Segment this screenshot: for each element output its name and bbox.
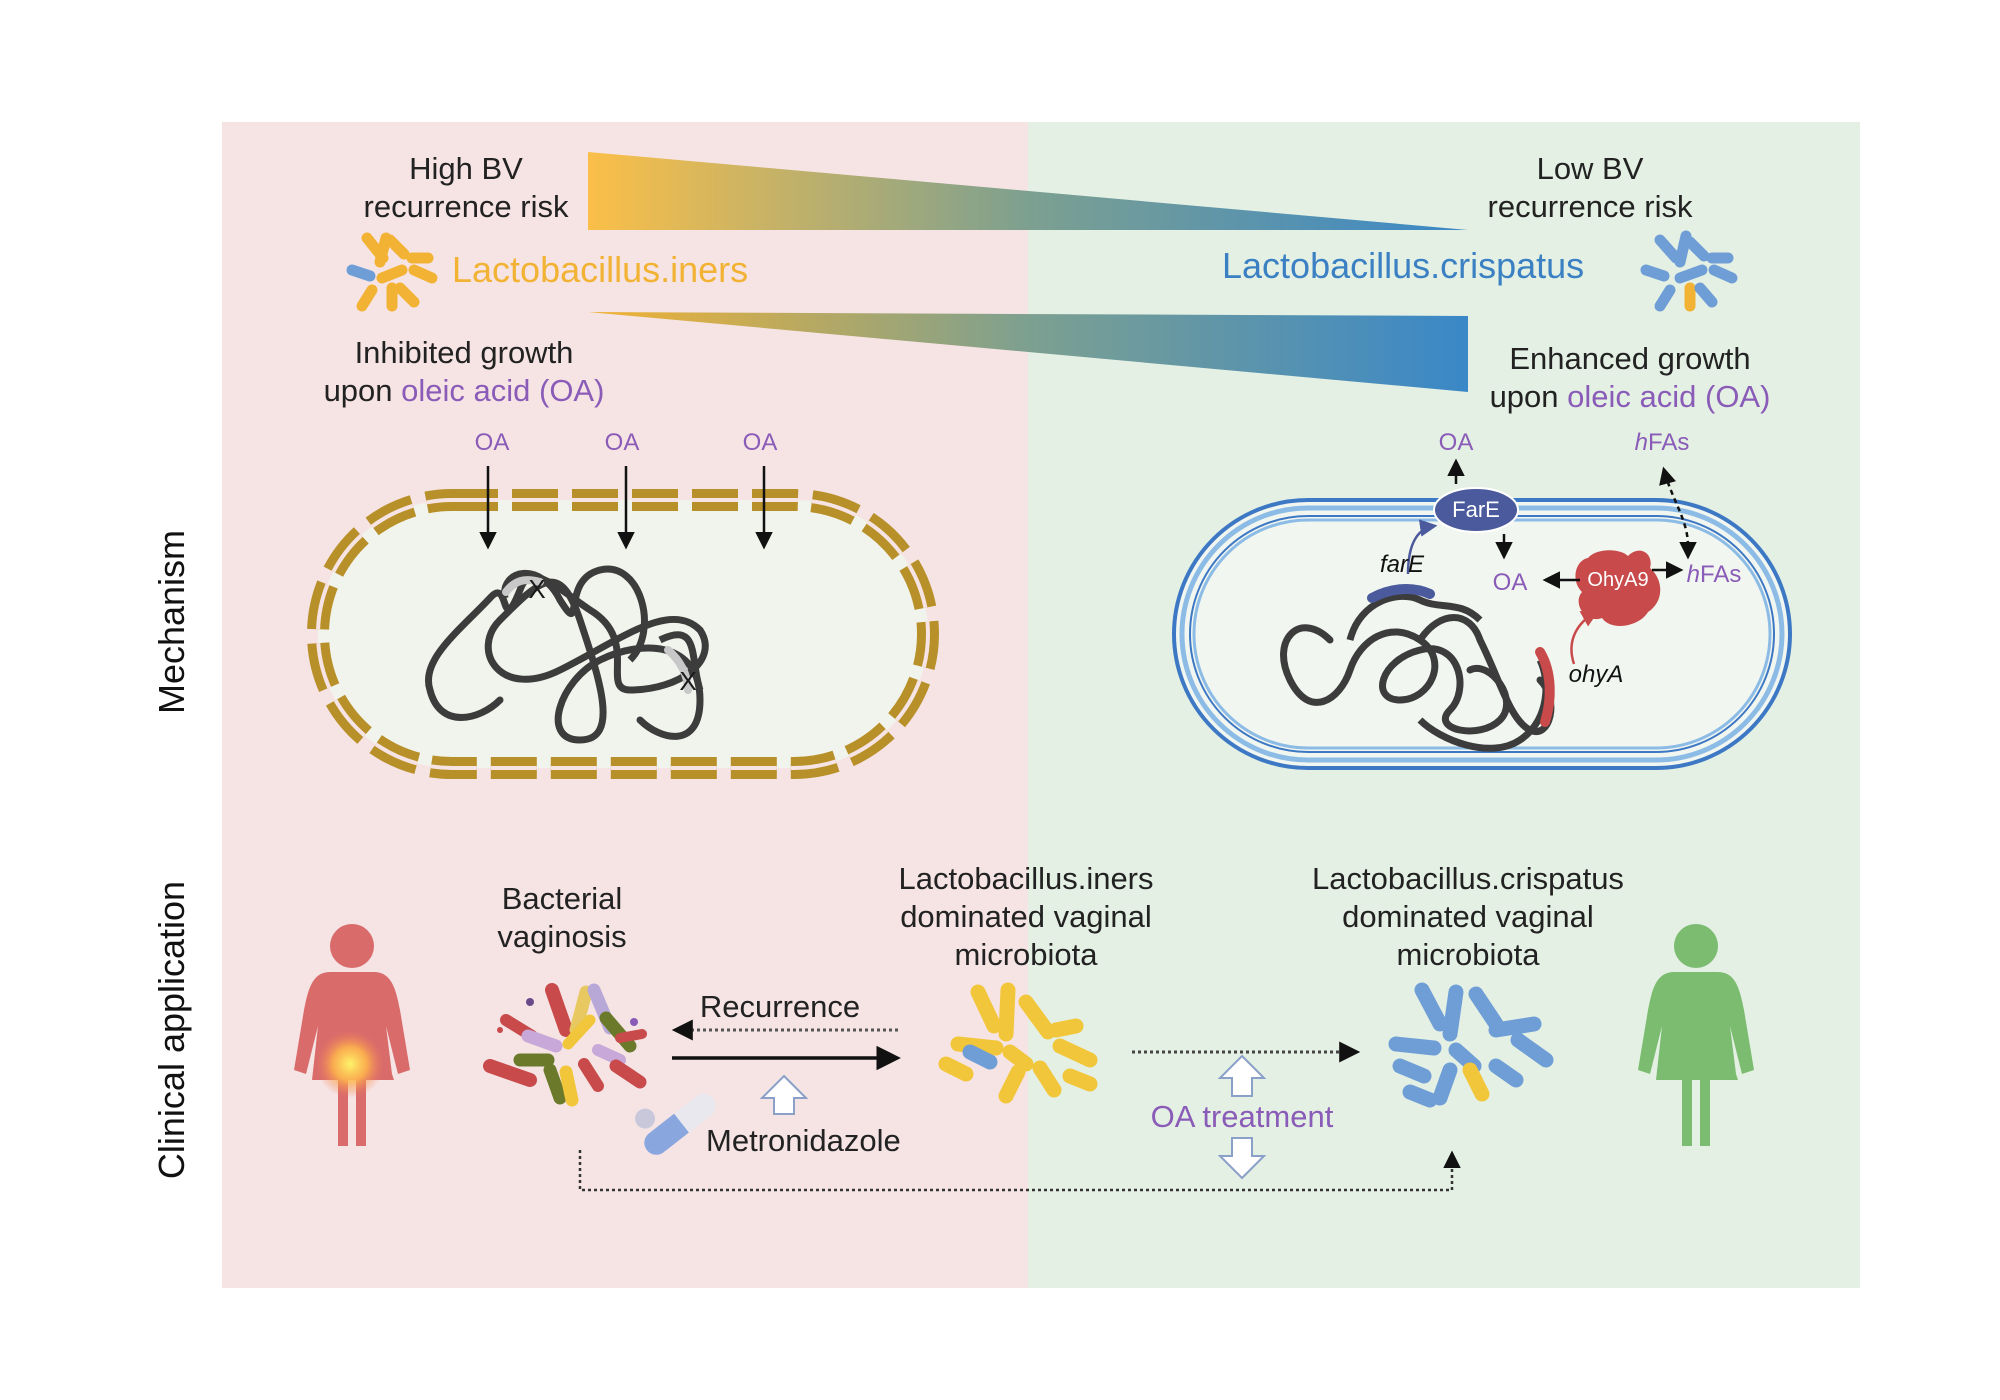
crispatus-microbiota-line1: Lactobacillus.crispatus [1312,861,1624,896]
iners-dna [425,573,709,744]
crispatus-dominated-microbiota-icon [1388,982,1554,1108]
fare-protein-label: FarE [1452,497,1500,522]
iners-cell [307,466,939,779]
bypass-arrow [578,1150,1461,1192]
iners-dna-loop-top [501,565,648,663]
recurrence-label: Recurrence [699,989,861,1024]
hfas-export-h: h [1634,429,1649,456]
oa-intracellular-label: OA [1492,569,1528,596]
iners-microbiota-line2: dominated vaginal [900,898,1152,934]
left-growth-label: Inhibited growth upon oleic acid (OA) [324,334,605,410]
right-growth-line2: upon oleic acid (OA) [1490,378,1771,416]
woman-healthy-icon [1638,924,1754,1146]
oa-label-2: OA [604,429,640,456]
hfas-export-arrow [1659,466,1690,547]
iners-dna-grey-segment-1 [502,576,544,596]
oa-label-1: OA [474,429,510,456]
fare-protein-icon [1433,487,1519,533]
iners-microbiota-line3: microbiota [954,936,1098,972]
fare-gene-segment [1367,584,1435,603]
iners-dna-loop-right [658,631,704,692]
left-risk-line2: recurrence risk [363,188,569,224]
left-growth-oa: oleic acid (OA) [401,372,605,408]
oa-treatment-down-arrow [1217,1137,1267,1180]
hfas-product-label: hFAs [1687,560,1742,589]
bv-line2: vaginosis [497,918,627,954]
right-risk-line2: recurrence risk [1487,188,1693,224]
bv-label: Bacterial vaginosis [497,880,626,956]
ohya-protein-icon [1575,550,1661,626]
iners-bacteria-cluster-icon [346,232,438,312]
ohya-gene-label: ohyA [1568,661,1624,688]
oa-treatment-label: OA treatment [1150,1099,1334,1134]
metronidazole-label: Metronidazole [706,1123,901,1158]
fare-gene-label: farE [1379,551,1425,578]
right-growth-line1: Enhanced growth [1509,341,1751,376]
growth-block-mark-1: X [528,574,546,604]
oa-export-label: OA [1438,429,1474,456]
woman-bv-icon [294,924,410,1146]
crispatus-microbiota-line3: microbiota [1396,936,1540,972]
left-growth-prefix: upon [323,372,402,408]
oa-treatment-up-arrow [1217,1054,1267,1097]
ohya-protein-label: OhyA9 [1587,569,1649,591]
right-risk-line1: Low BV [1536,151,1644,186]
crispatus-microbiota-line2: dominated vaginal [1342,898,1594,934]
iners-dna-grey-segment-2 [664,646,692,694]
ohya-gene-segment [1535,647,1555,727]
crispatus-dna-arc [1346,592,1483,642]
risk-gradient-wedge [588,152,1468,230]
metronidazole-hollow-arrow [759,1074,809,1115]
iners-species-label: Lactobacillus.iners [452,249,749,290]
left-risk-label: High BV recurrence risk [364,150,569,226]
hfas-export-label: hFAs [1635,428,1690,457]
left-growth-line2: upon oleic acid (OA) [324,372,605,410]
crispatus-species-label: Lactobacillus.crispatus [1222,245,1585,286]
left-growth-line1: Inhibited growth [354,335,574,370]
hfas-product-h: h [1686,561,1701,588]
left-risk-line1: High BV [409,151,523,186]
crispatus-microbiota-label: Lactobacillus.crispatus dominated vagina… [1312,860,1624,973]
hfas-product-rest: FAs [1700,561,1742,588]
mechanism-section-label: Mechanism [151,529,192,715]
iners-dominated-microbiota-icon [938,982,1098,1104]
growth-gradient-wedge [588,312,1468,392]
right-growth-prefix: upon [1489,378,1568,414]
oa-label-3: OA [742,429,778,456]
bv-mixed-bacteria-icon [483,983,647,1107]
iners-microbiota-line1: Lactobacillus.iners [898,861,1154,896]
right-risk-label: Low BV recurrence risk [1488,150,1693,226]
crispatus-cell [1172,458,1792,770]
ohya-expression-arrow [1570,610,1600,665]
bv-line1: Bacterial [501,881,623,916]
hfas-export-rest: FAs [1648,429,1690,456]
iners-microbiota-label: Lactobacillus.iners dominated vaginal mi… [898,860,1153,973]
growth-block-mark-2: X [679,666,697,696]
fare-expression-arrow [1406,519,1438,575]
right-growth-label: Enhanced growth upon oleic acid (OA) [1490,340,1771,416]
pill-icon [635,1093,716,1155]
right-growth-oa: oleic acid (OA) [1567,378,1771,414]
crispatus-bacteria-cluster-icon [1640,230,1738,312]
inflammation-glow [316,1030,384,1098]
clinical-section-label: Clinical application [151,880,192,1180]
